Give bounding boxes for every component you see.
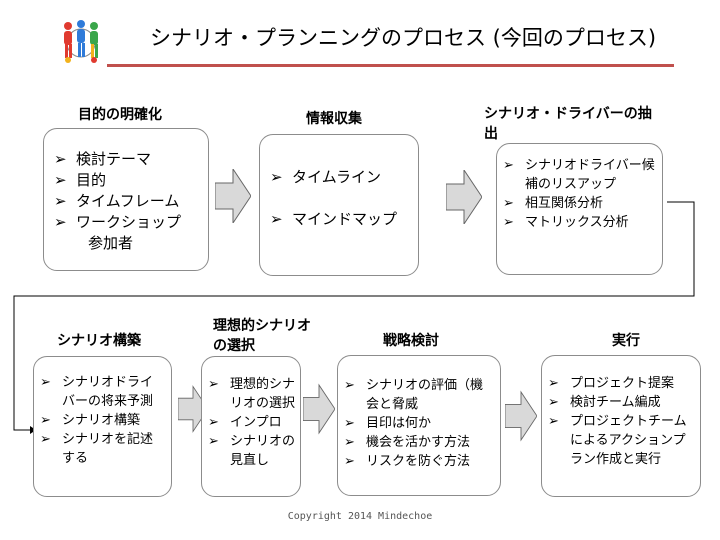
flow-arrow [178, 385, 208, 433]
list-item: シナリオの見直し [208, 432, 296, 470]
list-item: シナリオドライバー候補のリスアップ [503, 156, 656, 194]
flow-arrow [446, 170, 482, 224]
list-item: 機会を活かす方法 [344, 433, 494, 452]
step-box-select: 理想的シナリオの選択 インプロ シナリオの見直し [201, 356, 301, 497]
people-circle-logo [64, 20, 98, 63]
list-item: 目印は何か [344, 414, 494, 433]
flow-arrow [215, 169, 251, 223]
step-label-select: 理想的シナリオの選択 [213, 318, 311, 354]
step-box-drivers: シナリオドライバー候補のリスアップ 相互関係分析 マトリックス分析 [496, 143, 663, 275]
list-item: プロジェクトチームによるアクションプラン作成と実行 [548, 412, 696, 469]
list-item: シナリオ構築 [40, 411, 165, 430]
step-box-info: タイムライン マインドマップ [259, 134, 419, 276]
step-label-execute: 実行 [612, 333, 640, 349]
list-item-continuation: 参加者 [88, 234, 134, 252]
list-item: ワークショップ [54, 212, 200, 233]
list-item: リスクを防ぐ方法 [344, 452, 494, 471]
step-label-strategy: 戦略検討 [383, 333, 439, 349]
step-label-info: 情報収集 [306, 111, 362, 127]
list-item: 相互関係分析 [503, 194, 656, 213]
list-item: プロジェクト提案 [548, 374, 696, 393]
list-item: シナリオドライバーの将来予測 [40, 373, 165, 411]
list-item: 理想的シナリオの選択 [208, 375, 296, 413]
list-item: 目的 [54, 170, 200, 191]
list-item: シナリオを記述する [40, 430, 165, 468]
step-box-strategy: シナリオの評価（機会と脅威 目印は何か 機会を活かす方法 リスクを防ぐ方法 [337, 355, 501, 496]
list-item: 検討チーム編成 [548, 393, 696, 412]
step-box-execute: プロジェクト提案 検討チーム編成 プロジェクトチームによるアクションプラン作成と… [541, 355, 701, 497]
copyright-text: Copyright 2014 Mindechoe [287, 511, 433, 522]
title-underline [107, 64, 674, 67]
list-item: シナリオの評価（機会と脅威 [344, 376, 494, 414]
step-label-purpose: 目的の明確化 [78, 107, 162, 123]
list-item: マトリックス分析 [503, 213, 656, 232]
list-item: 検討テーマ [54, 149, 200, 170]
page-title: シナリオ・プランニングのプロセス (今回のプロセス) [150, 26, 657, 50]
list-item: インプロ [208, 413, 296, 432]
flow-arrow [303, 383, 335, 435]
list-item: タイムフレーム [54, 191, 200, 212]
step-label-drivers: シナリオ・ドライバーの抽出 [484, 106, 652, 142]
step-label-build: シナリオ構築 [57, 333, 141, 349]
flow-arrow [505, 390, 537, 442]
step-box-build: シナリオドライバーの将来予測 シナリオ構築 シナリオを記述する [33, 356, 172, 497]
list-item: タイムライン [270, 167, 412, 188]
step-box-purpose: 検討テーマ 目的 タイムフレーム ワークショップ 参加者 [43, 128, 209, 271]
list-item: マインドマップ [270, 209, 412, 230]
